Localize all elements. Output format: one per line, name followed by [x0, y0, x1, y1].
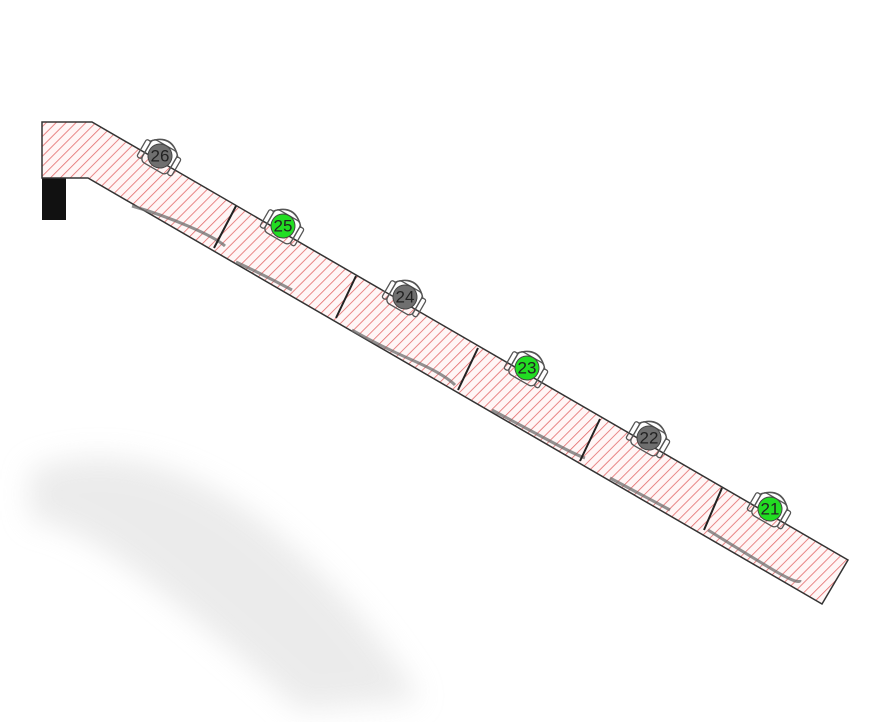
seat-status-dot [392, 284, 418, 310]
seat-25[interactable]: 25 [259, 201, 309, 248]
seat-status-dot [147, 143, 173, 169]
seat-status-dot [270, 213, 296, 239]
desk-edge-shading [131, 204, 802, 583]
seat-21[interactable]: 21 [746, 484, 796, 531]
seat-number-label: 24 [396, 288, 415, 307]
seat-status-dot [757, 496, 783, 522]
seat-number-label: 22 [640, 429, 659, 448]
seat-26[interactable]: 26 [136, 131, 186, 178]
seat-number-label: 21 [761, 500, 780, 519]
chair-icon [625, 420, 671, 459]
seats-layer: 26 25 24 23 22 21 [136, 131, 796, 531]
seat-22[interactable]: 22 [625, 413, 675, 460]
seat-number-label: 23 [518, 359, 537, 378]
seat-status-dot [514, 355, 540, 381]
desk-dividers [213, 205, 723, 531]
desk-strip [41, 121, 850, 606]
seat-number-label: 26 [151, 147, 170, 166]
seat-status-dot [636, 425, 662, 451]
seat-24[interactable]: 24 [381, 272, 431, 319]
background-shadow [30, 457, 420, 710]
seat-number-label: 25 [274, 217, 293, 236]
seat-23[interactable]: 23 [503, 343, 553, 390]
